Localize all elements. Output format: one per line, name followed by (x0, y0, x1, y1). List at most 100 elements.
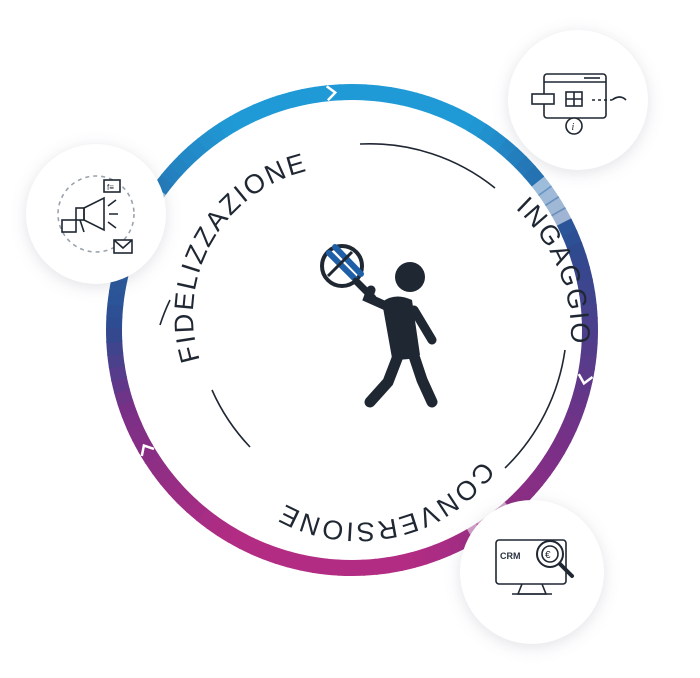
ring-segment (521, 474, 544, 496)
ring-segment (496, 138, 518, 161)
ring-segment (409, 548, 429, 569)
svg-text:f≡: f≡ (107, 183, 114, 192)
ring-segment (262, 544, 281, 564)
ring-segment (178, 146, 200, 168)
ring-arrow-icon (325, 85, 338, 102)
svg-text:i: i (572, 122, 575, 133)
ring-segment (487, 130, 509, 153)
crm-euro-search-icon: € (495, 539, 574, 595)
ring-segment (117, 399, 138, 419)
ring-segment (159, 473, 182, 495)
person-magnifier-icon (320, 244, 438, 408)
crm-label: CRM (500, 551, 521, 561)
ring-segment (445, 105, 466, 126)
ring-segment (544, 196, 566, 217)
ring-segment (206, 515, 227, 537)
ring-segment (522, 165, 545, 187)
ring-segment (311, 556, 329, 575)
ring-segment (106, 302, 124, 319)
ring-segment (238, 534, 259, 555)
ring-segment (513, 483, 535, 506)
ring-segment (477, 123, 498, 145)
ring-segment (399, 89, 418, 109)
ring-segment (421, 544, 441, 565)
ring-segment (207, 122, 229, 144)
ring-segment (216, 521, 238, 544)
ring-segment (186, 499, 208, 522)
ring-segment (263, 95, 283, 116)
ring-segment (286, 551, 305, 571)
ring-segment (197, 129, 219, 152)
ring-segment (543, 444, 566, 466)
ring-segment (108, 364, 128, 382)
ring-segment (411, 92, 430, 112)
ring-segment (423, 96, 442, 116)
ring-segment (432, 540, 453, 561)
ring-segment (398, 552, 416, 571)
ring-segment (113, 387, 134, 407)
ring-segment (538, 185, 560, 207)
ring-segment (530, 175, 553, 197)
ring-segment (561, 412, 582, 432)
ring-segment (107, 289, 126, 307)
ring-segment (275, 91, 295, 112)
ring-segment (514, 156, 536, 178)
ring-segment (176, 491, 199, 513)
ring-segment (566, 401, 586, 420)
ring-segment (363, 84, 380, 102)
ring-segment (126, 422, 148, 442)
web-form-info-icon: i (531, 73, 627, 135)
svg-text:€: € (545, 550, 551, 561)
label-fidelizzazione: FIDELIZZAZIONE (169, 147, 311, 366)
ring-segment (578, 353, 597, 371)
ring-segment (299, 554, 317, 573)
ring-segment (375, 85, 393, 104)
ring-segment (556, 423, 577, 444)
ring-segment (227, 528, 248, 550)
ring-segment (218, 116, 239, 138)
ring-segment (444, 534, 464, 556)
ring-segment (529, 465, 552, 487)
ring-segment (160, 164, 183, 186)
ring-segment (169, 154, 191, 177)
ring-segment (187, 137, 209, 160)
ring-segment (111, 376, 130, 394)
ring-segment (387, 87, 405, 106)
ring-segment (288, 89, 306, 108)
ring-segment (362, 558, 378, 576)
ring-segment (374, 557, 391, 575)
ring-segment (168, 482, 190, 504)
ring-segment (576, 365, 595, 383)
ring-segment (300, 86, 318, 106)
ring-segment (505, 147, 528, 169)
badge-marketing[interactable] (26, 144, 166, 284)
ring-arrow-icon (140, 443, 155, 457)
marketing-megaphone-icon: f≡ (57, 175, 135, 254)
ring-segment (107, 352, 125, 369)
ring-segment (109, 277, 128, 295)
ring-segment (240, 104, 260, 126)
ring-segment (550, 434, 572, 455)
ring-segment (274, 548, 293, 568)
ring-segment (121, 410, 142, 431)
ring-segment (570, 389, 590, 408)
ring-segment (151, 463, 174, 485)
ring-segment (195, 507, 217, 530)
ring-segment (144, 453, 166, 475)
ring-segment (537, 455, 559, 476)
badge-crm[interactable] (460, 500, 604, 644)
ring-segment (456, 110, 477, 132)
ring-segment (551, 206, 572, 228)
ring-segment (386, 554, 404, 574)
ring-segment (313, 85, 330, 103)
ring-segment (228, 110, 250, 131)
ring-segment (106, 340, 124, 356)
ring-segment (250, 539, 270, 560)
ring-segment (251, 99, 272, 120)
ring-segment (466, 116, 488, 139)
ring-arrow-icon (577, 373, 594, 386)
inner-ring (159, 142, 566, 469)
ring-segment (324, 558, 341, 576)
ring-segment (434, 100, 454, 121)
